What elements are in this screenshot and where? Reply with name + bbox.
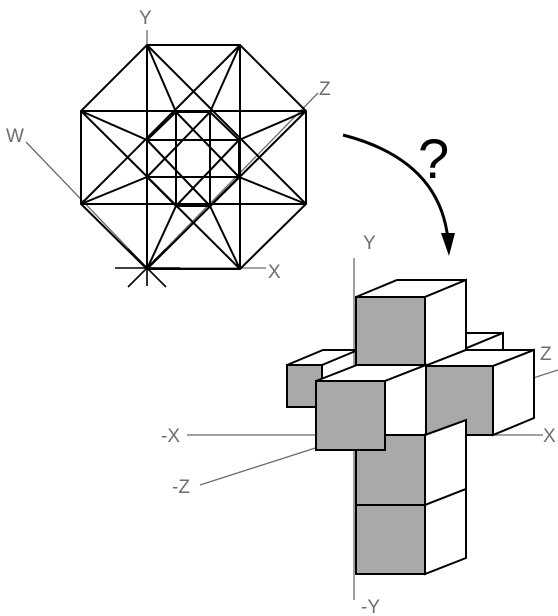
tesseract-star-lines <box>80 44 307 270</box>
question-arrow: ? <box>342 127 455 256</box>
cross-z-label: Z <box>540 344 552 365</box>
cube-front <box>315 363 427 452</box>
curved-arrow-line <box>342 133 450 241</box>
question-mark: ? <box>418 127 449 190</box>
unfolded-tesseract-cross: Y -Y X -X Z -Z <box>161 233 558 616</box>
tesseract-y-label: Y <box>139 8 152 29</box>
cross-x-label: X <box>543 426 556 447</box>
cross-neg-y-label: -Y <box>361 597 380 616</box>
tesseract-z-axis <box>146 92 319 269</box>
tesseract-w-label: W <box>6 126 24 147</box>
tesseract-projection: Y Z W X <box>6 8 331 288</box>
cube-lower <box>355 418 467 507</box>
cube-right <box>424 348 535 437</box>
cube-top <box>355 278 467 368</box>
cube-bottom <box>355 487 467 576</box>
tesseract-x-label: X <box>268 262 281 283</box>
cross-neg-x-label: -X <box>161 426 180 447</box>
tesseract-connectors <box>80 44 307 270</box>
tesseract-outer-octagon <box>80 44 307 270</box>
arrow-head <box>441 233 455 256</box>
cross-neg-z-label: -Z <box>172 477 190 498</box>
tesseract-z-label: Z <box>319 79 331 100</box>
cross-y-label: Y <box>363 233 376 254</box>
tesseract-inner-star <box>146 111 240 207</box>
